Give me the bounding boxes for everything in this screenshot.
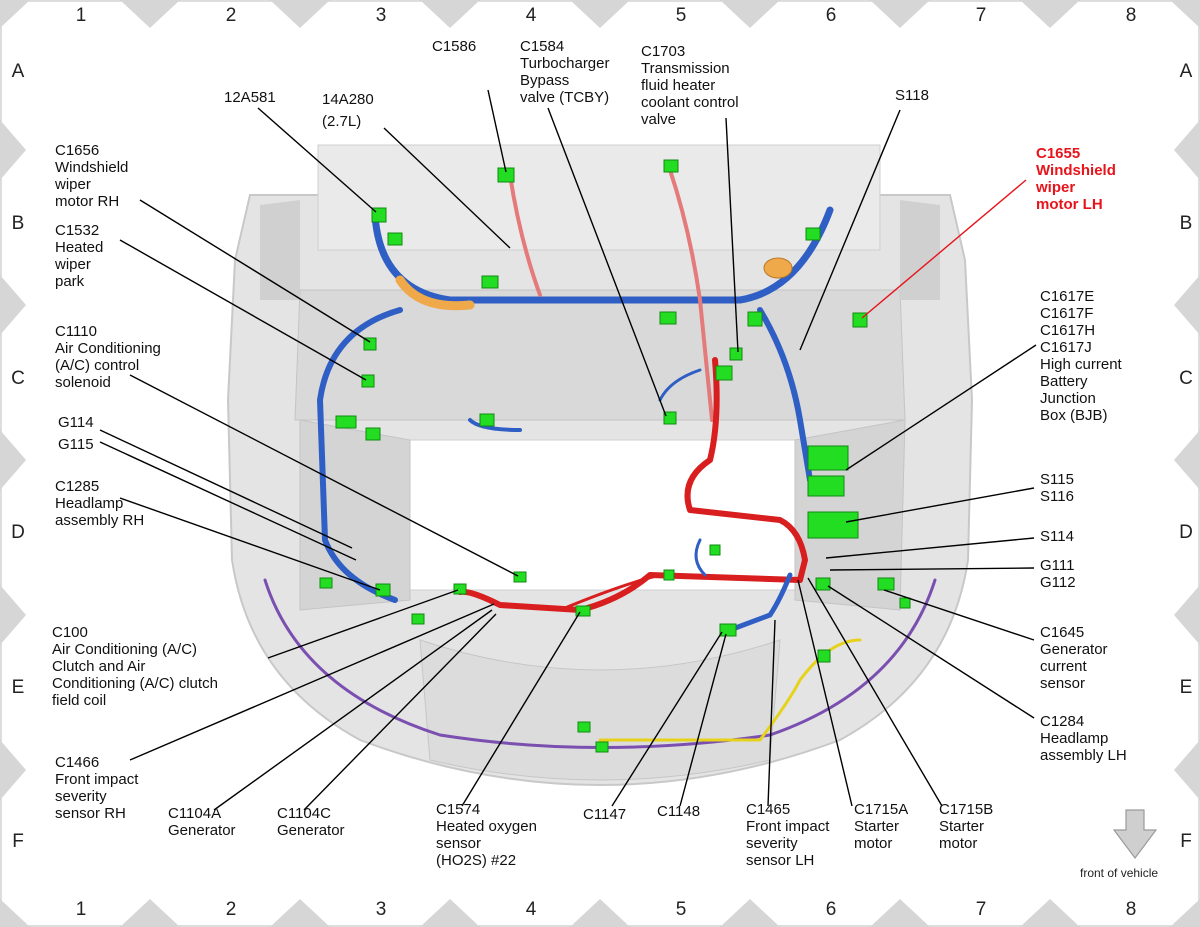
label-s118: S118 bbox=[895, 87, 929, 104]
label-c1715a: C1715A Starter motor bbox=[854, 801, 909, 852]
puck-component bbox=[763, 257, 793, 279]
connectors bbox=[319, 159, 911, 753]
grid-col-5-top: 5 bbox=[675, 5, 687, 26]
label-c1617: C1617E C1617F C1617H C1617J High current… bbox=[1040, 288, 1122, 424]
grid-col-6-top: 6 bbox=[825, 5, 837, 26]
grid-row-F-right: F bbox=[1180, 831, 1192, 852]
grid-col-6-bottom: 6 bbox=[825, 899, 837, 920]
label-c1285: C1285 Headlamp assembly RH bbox=[55, 478, 145, 529]
label-c1645: C1645 Generator current sensor bbox=[1040, 624, 1108, 692]
grid-row-B-right: B bbox=[1179, 213, 1193, 234]
grid-row-E-left: E bbox=[11, 677, 25, 698]
label-c1656: C1656 Windshield wiper motor RH bbox=[55, 142, 129, 210]
front-of-vehicle-label: front of vehicle bbox=[1080, 866, 1159, 880]
label-s114: S114 bbox=[1040, 528, 1074, 545]
grid-row-A-left: A bbox=[11, 61, 25, 82]
grid-col-1-top: 1 bbox=[75, 5, 87, 26]
leader-lines bbox=[99, 89, 1037, 811]
grid-row-D-left: D bbox=[11, 522, 25, 543]
grid-col-5-bottom: 5 bbox=[675, 899, 687, 920]
label-c1466: C1466 Front impact severity sensor RH bbox=[55, 754, 139, 822]
label-c1104c: C1104C Generator bbox=[277, 805, 345, 839]
grid-row-D-right: D bbox=[1179, 522, 1193, 543]
label-c1586: C1586 bbox=[432, 38, 477, 55]
label-g111-g112: G111 G112 bbox=[1040, 557, 1076, 591]
label-c1110: C1110 Air Conditioning (A/C) control sol… bbox=[55, 323, 161, 391]
label-c1147: C1147 bbox=[583, 806, 627, 823]
label-c1465: C1465 Front impact severity sensor LH bbox=[746, 801, 830, 869]
label-c1703: C1703 Transmission fluid heater coolant … bbox=[641, 43, 739, 128]
vehicle-body bbox=[226, 144, 974, 786]
grid-row-B-left: B bbox=[11, 213, 25, 234]
label-c1104a: C1104A Generator bbox=[168, 805, 236, 839]
grid-col-1-bottom: 1 bbox=[75, 899, 87, 920]
wire-harness bbox=[263, 168, 937, 749]
grid-col-8-bottom: 8 bbox=[1125, 899, 1137, 920]
label-s115-s116: S115 S116 bbox=[1040, 471, 1074, 505]
label-12a581: 12A581 bbox=[224, 89, 276, 106]
grid-col-3-bottom: 3 bbox=[375, 899, 387, 920]
label-c1584: C1584 Turbocharger Bypass valve (TCBY) bbox=[520, 38, 610, 106]
grid-row-E-right: E bbox=[1179, 677, 1193, 698]
front-arrow-icon bbox=[1112, 809, 1158, 859]
label-g115: G115 bbox=[58, 436, 94, 453]
label-c1532: C1532 Heated wiper park bbox=[55, 222, 104, 290]
grid-row-F-left: F bbox=[12, 831, 24, 852]
grid-col-2-top: 2 bbox=[225, 5, 237, 26]
grid-col-7-top: 7 bbox=[975, 5, 987, 26]
label-c1715b: C1715B Starter motor bbox=[939, 801, 994, 852]
grid-col-7-bottom: 7 bbox=[975, 899, 987, 920]
label-c1148: C1148 bbox=[657, 803, 701, 820]
grid-col-3-top: 3 bbox=[375, 5, 387, 26]
grid-col-2-bottom: 2 bbox=[225, 899, 237, 920]
grid-col-8-top: 8 bbox=[1125, 5, 1137, 26]
label-c1574: C1574 Heated oxygen sensor (HO2S) #22 bbox=[436, 801, 537, 869]
grid-row-C-left: C bbox=[11, 368, 25, 389]
label-c1284: C1284 Headlamp assembly LH bbox=[1040, 713, 1127, 764]
label-g114: G114 bbox=[58, 414, 94, 431]
grid-col-4-bottom: 4 bbox=[525, 899, 537, 920]
label-c100: C100 Air Conditioning (A/C) Clutch and A… bbox=[52, 624, 218, 709]
grid-col-4-top: 4 bbox=[525, 5, 537, 26]
label-c1655: C1655 Windshield wiper motor LH bbox=[1036, 145, 1116, 213]
grid-row-C-right: C bbox=[1179, 368, 1193, 389]
label-14a280: 14A280 (2.7L) bbox=[322, 91, 374, 130]
grid-row-A-right: A bbox=[1179, 61, 1193, 82]
